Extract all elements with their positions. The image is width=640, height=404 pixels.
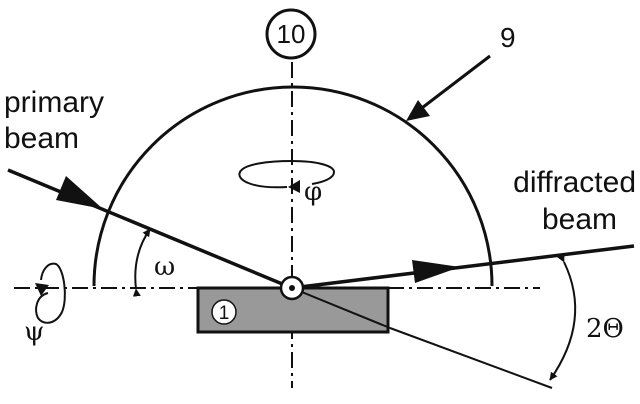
two-theta-reference-line	[389, 327, 553, 389]
two-theta-label: 2Θ	[586, 314, 624, 344]
callout-10-circle	[265, 8, 317, 60]
rotation-center-dot	[289, 285, 295, 291]
transmitted-beam-line	[291, 287, 391, 329]
psi-rotation-ellipse	[35, 262, 66, 324]
omega-label: ω	[154, 252, 175, 282]
hemisphere-arc	[92, 85, 494, 287]
primary-beam-label-line1: primary	[4, 86, 104, 119]
callout-9-arrowhead	[406, 100, 430, 121]
diffracted-beam-arrowhead	[412, 260, 460, 283]
primary-beam-arrowhead	[56, 176, 103, 209]
psi-rotation-arrowhead	[35, 283, 49, 296]
diffracted-beam-label-line2: beam	[542, 203, 617, 236]
phi-rotation-arrowhead	[288, 180, 300, 193]
diffracted-beam	[291, 244, 635, 290]
primary-beam-label-line2: beam	[4, 122, 79, 155]
callout-9-label: 9	[500, 22, 516, 53]
psi-label: ψ	[24, 317, 44, 347]
callout-10-label: 10	[277, 19, 306, 49]
sample-number: 1	[219, 303, 230, 324]
two-theta-angle-arc	[549, 253, 577, 381]
phi-rotation-ellipse	[238, 159, 336, 189]
sample-number-badge	[211, 299, 237, 325]
phi-label: φ	[304, 177, 322, 207]
omega-angle-arc	[132, 228, 151, 297]
diffracted-beam-label-line1: diffracted	[513, 166, 636, 199]
callout-9-arrow	[413, 54, 491, 116]
